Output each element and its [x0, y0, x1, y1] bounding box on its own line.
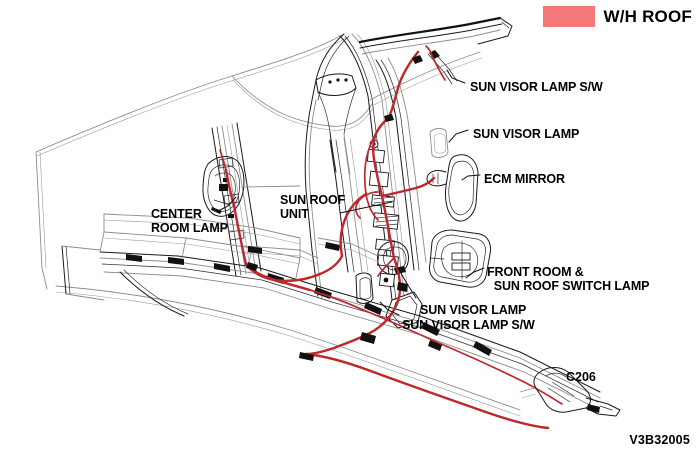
callout-sun-visor-lamp-lower: SUN VISOR LAMP	[420, 303, 527, 317]
upper-roof-panel-edges	[99, 213, 301, 279]
roof-headliner-outline	[35, 33, 374, 290]
legend-color-swatch	[542, 6, 595, 27]
wiring-harness-red	[219, 45, 563, 430]
c206-connector-part	[519, 367, 621, 417]
drawing-code: V3B32005	[629, 433, 690, 447]
harness-clips	[246, 55, 442, 361]
a-pillar-assembly	[339, 16, 513, 329]
callout-sun-visor-lamp-sw-top: SUN VISOR LAMP S/W	[470, 80, 603, 94]
callout-ecm-mirror: ECM MIRROR	[484, 172, 565, 186]
callout-leader-lines	[217, 69, 485, 316]
legend-label: W/H ROOF	[603, 6, 692, 26]
callout-sun-visor-lamp-upper: SUN VISOR LAMP	[473, 127, 580, 141]
sun-visor-lamp-upper-part	[429, 128, 449, 158]
lower-headliner-edge	[55, 245, 521, 417]
roof-center-rail	[211, 122, 262, 277]
connector-label-c206: C206	[566, 370, 596, 384]
legend: W/H ROOF	[542, 6, 692, 27]
roof-front-corner-structure	[304, 33, 357, 299]
callout-front-room-sun-roof-switch-lamp: FRONT ROOM & SUN ROOF SWITCH LAMP	[487, 265, 650, 293]
callout-sun-roof-unit: SUN ROOF UNIT	[280, 193, 346, 221]
ecm-mirror-part	[426, 154, 479, 222]
mid-roof-panel	[243, 237, 379, 265]
callout-sun-visor-lamp-sw-lower: SUN VISOR LAMP S/W	[402, 318, 535, 332]
sun-visor-lamp-lower-part	[355, 272, 374, 304]
front-room-sun-roof-switch-lamp-part	[429, 229, 491, 288]
callout-center-room-lamp: CENTER ROOM LAMP	[151, 207, 228, 235]
center-room-lamp-part	[202, 156, 301, 217]
